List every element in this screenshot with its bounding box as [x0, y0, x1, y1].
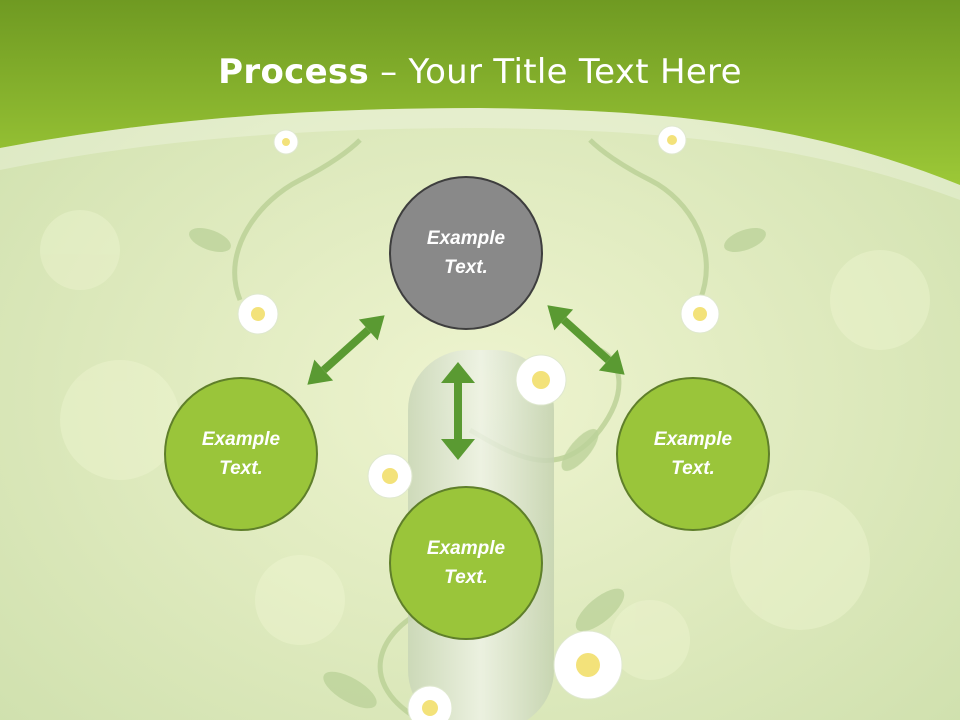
node-bottom-label: Example Text. — [426, 538, 506, 588]
node-center: Example Text. — [389, 176, 543, 330]
node-bottom: Example Text. — [389, 486, 543, 640]
node-center-label: Example Text. — [426, 228, 506, 278]
node-right-label: Example Text. — [653, 429, 733, 479]
node-left-label: Example Text. — [201, 429, 281, 479]
slide-title: Process – Your Title Text Here — [0, 52, 960, 92]
title-rest: – Your Title Text Here — [369, 52, 742, 92]
node-left: Example Text. — [164, 377, 318, 531]
title-bold: Process — [218, 52, 370, 92]
node-right: Example Text. — [616, 377, 770, 531]
